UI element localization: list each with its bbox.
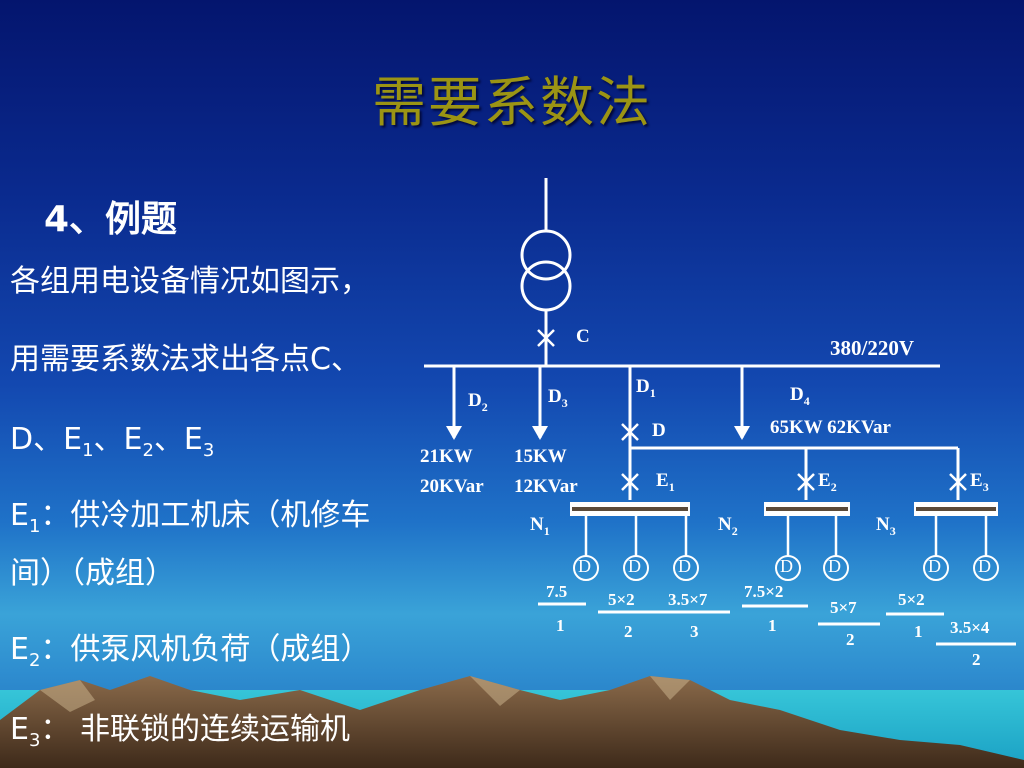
motor-n3-2 bbox=[973, 555, 999, 581]
label-n3: N3 bbox=[876, 514, 896, 538]
label-d2-q: 20KVar bbox=[420, 476, 484, 497]
group-2-rating: 5×2 bbox=[608, 590, 635, 609]
motor-label-4: D bbox=[780, 556, 793, 576]
group-6-count: 1 bbox=[914, 622, 923, 641]
motor-label-5: D bbox=[828, 556, 841, 576]
label-d2: D2 bbox=[468, 390, 488, 414]
question-line-2: 用需要系数法求出各点C、 bbox=[10, 342, 361, 377]
group-3-count: 3 bbox=[690, 622, 699, 641]
motor-label-6: D bbox=[928, 556, 941, 576]
motor-n2-2 bbox=[823, 555, 849, 581]
breaker-d-symbol bbox=[621, 423, 639, 441]
label-d4-load: 65KW 62KVar bbox=[770, 417, 891, 438]
breaker-c-symbol bbox=[537, 329, 555, 347]
label-c: C bbox=[576, 326, 590, 347]
label-voltage: 380/220V bbox=[830, 336, 914, 360]
group-6-rating: 5×2 bbox=[898, 590, 925, 609]
label-d2-p: 21KW bbox=[420, 446, 473, 467]
motor-label-3: D bbox=[678, 556, 691, 576]
question-line-3: D、E1、E2、E3 bbox=[10, 422, 215, 461]
motor-n1-3 bbox=[673, 555, 699, 581]
label-d: D bbox=[652, 420, 666, 441]
label-e1: E1 bbox=[656, 470, 675, 494]
label-d3-q: 12KVar bbox=[514, 476, 578, 497]
busbar-n3 bbox=[914, 502, 998, 516]
motor-label-1: D bbox=[578, 556, 591, 576]
group-7-rating: 3.5×4 bbox=[950, 618, 990, 637]
label-d1: D1 bbox=[636, 376, 656, 400]
arrow-d4 bbox=[734, 426, 750, 440]
group-1-rating: 7.5 bbox=[546, 582, 568, 601]
group-5-count: 2 bbox=[846, 630, 855, 649]
arrow-d3 bbox=[532, 426, 548, 440]
label-e2: E2 bbox=[818, 470, 837, 494]
breaker-e2-symbol bbox=[797, 473, 815, 491]
motor-n1-2 bbox=[623, 555, 649, 581]
transformer-secondary-coil bbox=[520, 260, 572, 312]
group-2-count: 2 bbox=[624, 622, 633, 641]
group-3-rating: 3.5×7 bbox=[668, 590, 708, 609]
breaker-e1-symbol bbox=[621, 473, 639, 491]
group-1-count: 1 bbox=[556, 616, 565, 635]
e1-description: E1：供冷加工机床（机修车 bbox=[10, 498, 371, 537]
motor-label-2: D bbox=[628, 556, 641, 576]
arrow-d2 bbox=[446, 426, 462, 440]
group-5-rating: 5×7 bbox=[830, 598, 857, 617]
motor-n3-1 bbox=[923, 555, 949, 581]
motor-n2-1 bbox=[775, 555, 801, 581]
label-n2: N2 bbox=[718, 514, 738, 538]
transformer-primary-coil bbox=[520, 229, 572, 281]
busbar-n2 bbox=[764, 502, 850, 516]
e2-description: E2：供泵风机负荷（成组） bbox=[10, 632, 371, 671]
group-4-rating: 7.5×2 bbox=[744, 582, 784, 601]
motor-label-7: D bbox=[978, 556, 991, 576]
e3-description: E3： 非联锁的连续运输机 bbox=[10, 712, 350, 751]
motor-n1-1 bbox=[573, 555, 599, 581]
example-heading: 4、例题 bbox=[44, 199, 178, 240]
e1-description-cont: 间）（成组） bbox=[10, 556, 175, 591]
label-d4: D4 bbox=[790, 384, 810, 408]
group-4-count: 1 bbox=[768, 616, 777, 635]
label-e3: E3 bbox=[970, 470, 989, 494]
slide-title: 需要系数法 bbox=[372, 71, 652, 134]
question-line-1: 各组用电设备情况如图示， bbox=[10, 264, 370, 299]
group-7-count: 2 bbox=[972, 650, 981, 669]
label-n1: N1 bbox=[530, 514, 550, 538]
breaker-e3-symbol bbox=[949, 473, 967, 491]
label-d3: D3 bbox=[548, 386, 568, 410]
busbar-n1 bbox=[570, 502, 690, 516]
label-d3-p: 15KW bbox=[514, 446, 567, 467]
